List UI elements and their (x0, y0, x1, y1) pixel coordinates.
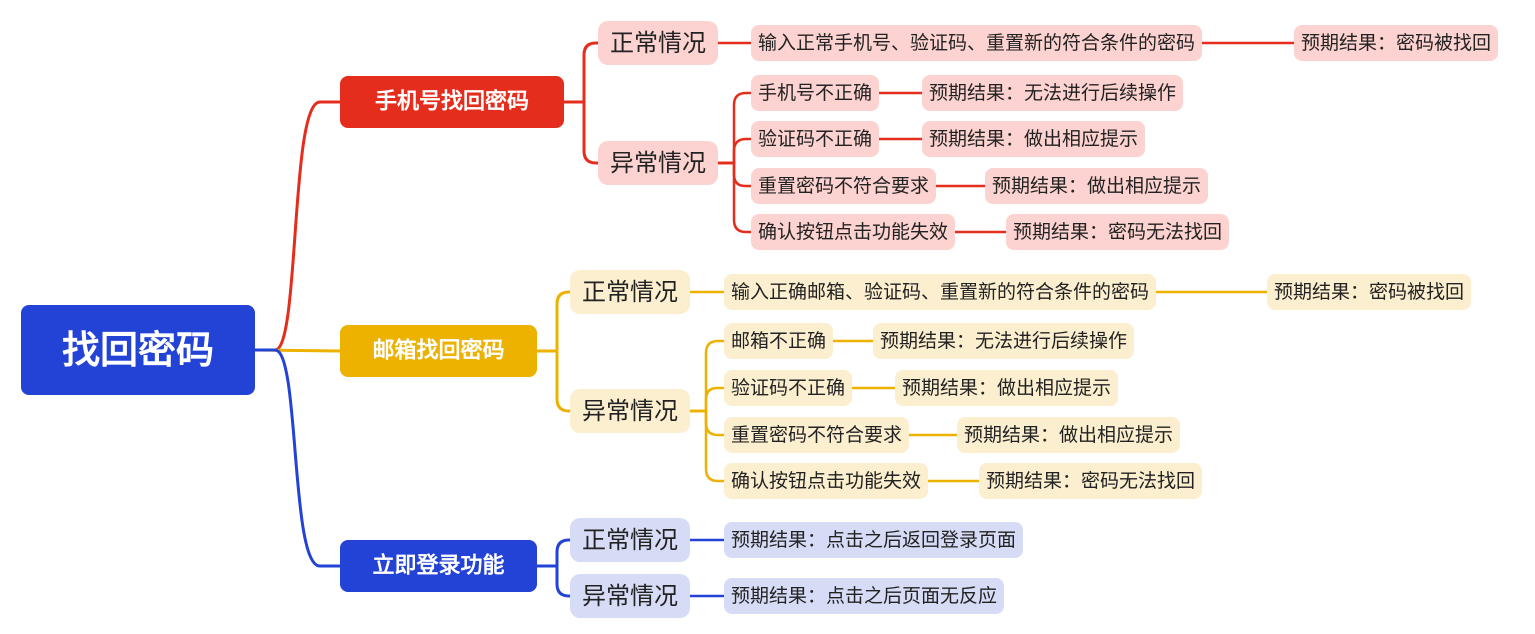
case-node-label: 重置密码不符合要求 (758, 175, 929, 197)
case-node (724, 463, 928, 499)
result-node-label: 预期结果：做出相应提示 (929, 128, 1138, 150)
case-node-label: 预期结果：点击之后返回登录页面 (731, 529, 1016, 551)
category-node-label: 异常情况 (582, 582, 678, 610)
category-node-label: 异常情况 (610, 149, 706, 177)
branch-node-label: 手机号找回密码 (375, 89, 529, 115)
case-node-label: 验证码不正确 (731, 377, 845, 399)
case-node-label: 验证码不正确 (758, 128, 872, 150)
result-node-label: 预期结果：做出相应提示 (992, 175, 1201, 197)
result-node (957, 417, 1180, 453)
category-item-line (716, 137, 753, 165)
result-node-label: 预期结果：密码无法找回 (1013, 221, 1222, 243)
branch-node (340, 540, 537, 592)
category-item-line (688, 409, 726, 483)
category-node (598, 141, 718, 185)
branch-node (340, 325, 537, 377)
category-item-line (688, 339, 726, 413)
case-node (724, 274, 1156, 310)
branch-category-line (535, 349, 572, 413)
branch-category-line (562, 41, 600, 104)
branch-node-label: 立即登录功能 (372, 553, 504, 579)
category-node-label: 正常情况 (582, 278, 678, 306)
branch-category-line (562, 100, 600, 165)
case-node-label: 输入正常手机号、验证码、重置新的符合条件的密码 (758, 32, 1195, 54)
result-node (922, 75, 1183, 111)
root-branch-line (253, 348, 342, 568)
branch-category-line (535, 564, 572, 598)
result-node (895, 370, 1118, 406)
result-node (979, 463, 1202, 499)
result-node (922, 121, 1145, 157)
connector-lines (253, 41, 1296, 598)
category-node-label: 异常情况 (582, 397, 678, 425)
category-node (570, 518, 690, 562)
result-node (1294, 25, 1498, 61)
category-node-label: 正常情况 (582, 526, 678, 554)
result-node-label: 预期结果：无法进行后续操作 (929, 82, 1176, 104)
case-node-label: 重置密码不符合要求 (731, 424, 902, 446)
branch-node (340, 76, 564, 128)
case-node (724, 578, 1004, 614)
case-node (751, 121, 879, 157)
case-node (724, 522, 1023, 558)
case-node (751, 75, 879, 111)
result-node (985, 168, 1208, 204)
case-node (751, 168, 936, 204)
case-node (724, 370, 852, 406)
branch-node-label: 邮箱找回密码 (372, 338, 504, 364)
category-node-label: 正常情况 (610, 29, 706, 57)
branch-category-line (535, 290, 572, 353)
category-node (570, 574, 690, 618)
root-node-label: 找回密码 (62, 328, 214, 372)
category-node (598, 21, 718, 65)
result-node (1267, 274, 1471, 310)
node-layer: 找回密码手机号找回密码正常情况输入正常手机号、验证码、重置新的符合条件的密码预期… (21, 21, 1498, 618)
result-node (1006, 214, 1229, 250)
case-node (751, 214, 955, 250)
category-node (570, 270, 690, 314)
root-node (21, 305, 255, 395)
result-node-label: 预期结果：密码无法找回 (986, 470, 1195, 492)
category-item-line (716, 91, 753, 165)
case-node (724, 417, 909, 453)
result-node-label: 预期结果：密码被找回 (1301, 32, 1491, 54)
root-branch-line (253, 100, 342, 352)
case-node-label: 邮箱不正确 (731, 330, 826, 352)
result-node (873, 323, 1134, 359)
branch-category-line (535, 538, 572, 568)
case-node-label: 预期结果：点击之后页面无反应 (731, 585, 997, 607)
category-item-line (716, 161, 753, 234)
category-item-line (688, 386, 726, 413)
case-node-label: 确认按钮点击功能失效 (731, 470, 921, 492)
case-node-label: 输入正确邮箱、验证码、重置新的符合条件的密码 (731, 281, 1149, 303)
result-node-label: 预期结果：做出相应提示 (964, 424, 1173, 446)
case-node-label: 确认按钮点击功能失效 (758, 221, 948, 243)
result-node-label: 预期结果：做出相应提示 (902, 377, 1111, 399)
case-node-label: 手机号不正确 (758, 82, 872, 104)
category-node (570, 389, 690, 433)
result-node-label: 预期结果：无法进行后续操作 (880, 330, 1127, 352)
result-node-label: 预期结果：密码被找回 (1274, 281, 1464, 303)
case-node (724, 323, 833, 359)
case-node (751, 25, 1202, 61)
